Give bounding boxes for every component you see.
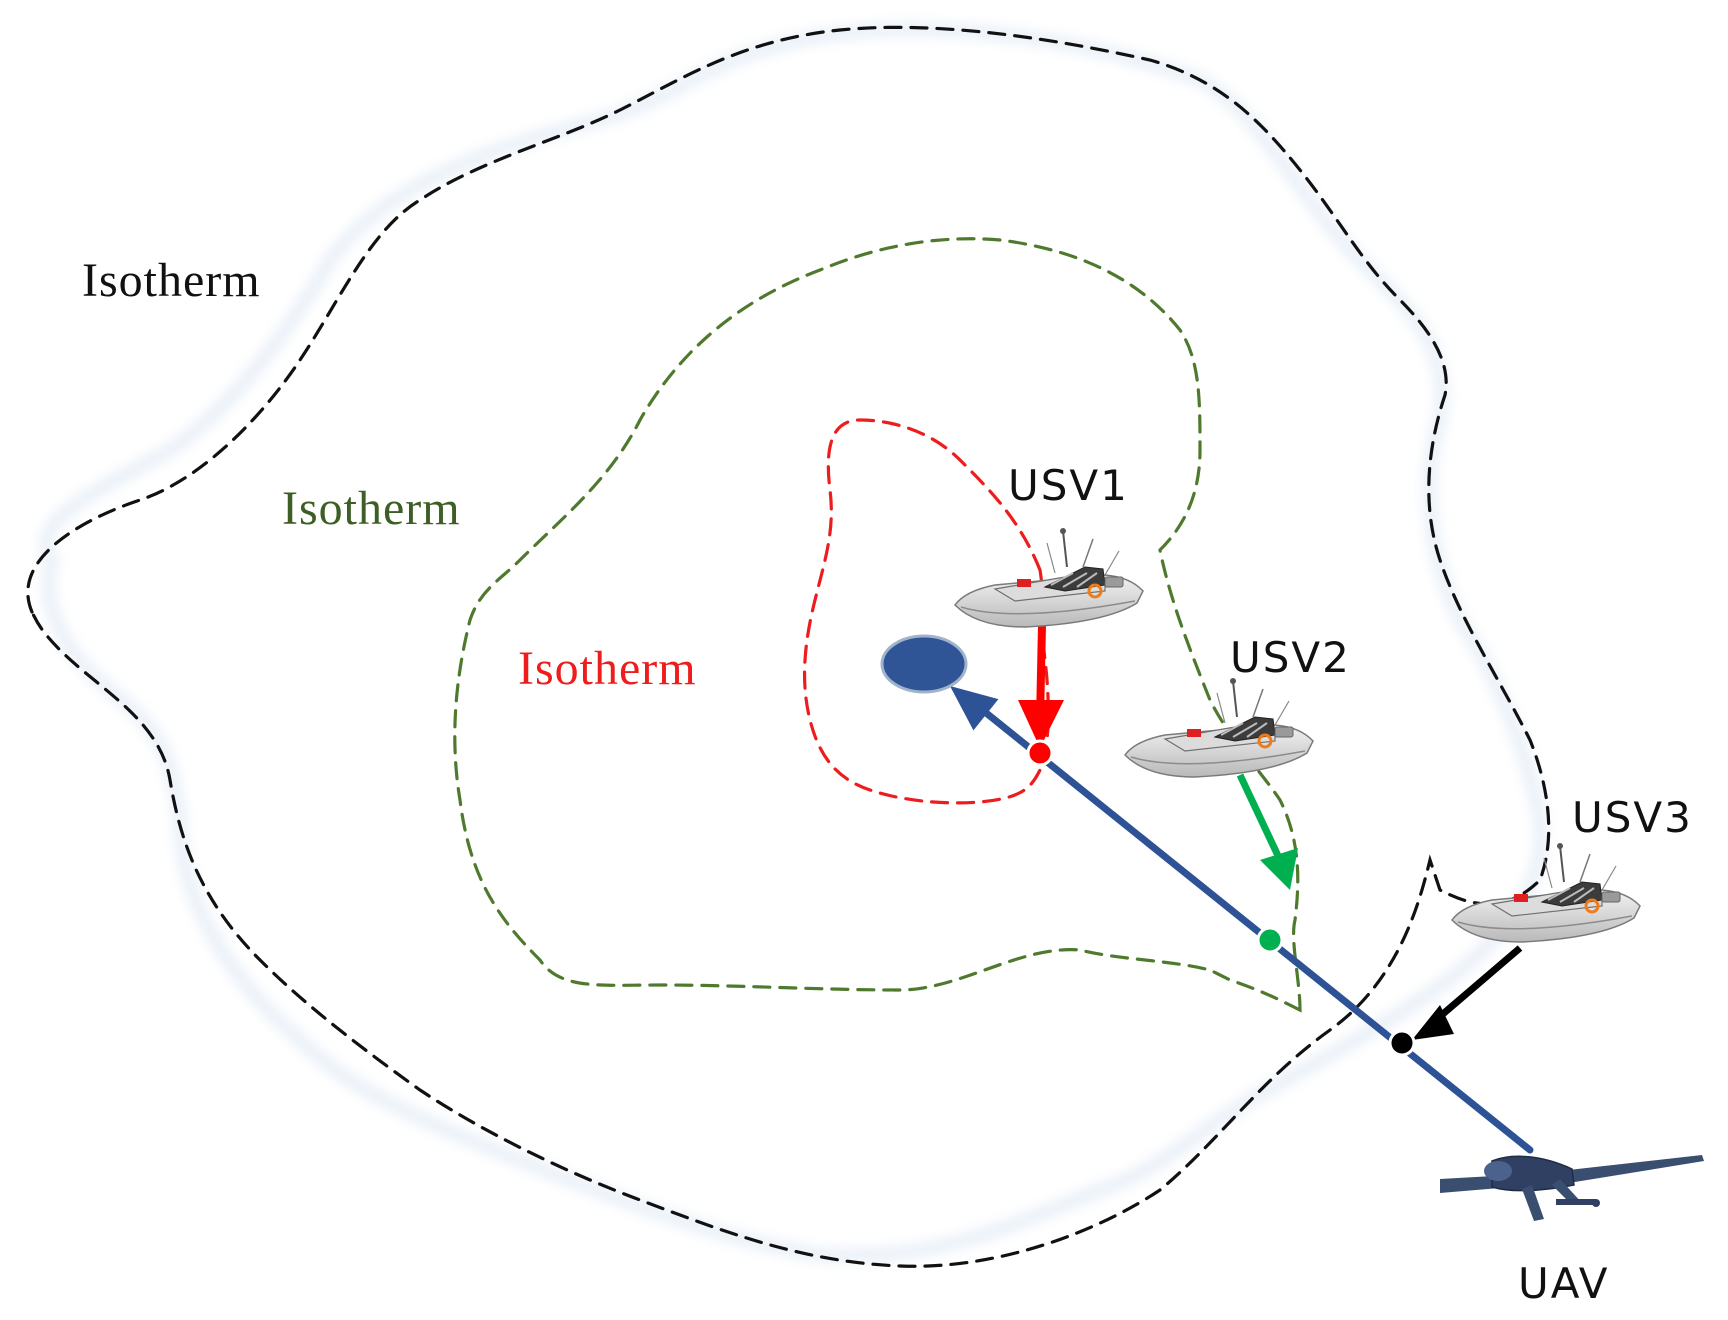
usv3-waypoint (1388, 1029, 1416, 1057)
usv2-label: USV2 (1230, 633, 1351, 682)
usv1-heading-arrow (1018, 624, 1064, 748)
inner-isotherm-label: Isotherm (518, 642, 697, 695)
usv3-boat-icon (1450, 841, 1642, 944)
outer-isotherm-label: Isotherm (82, 254, 261, 307)
usv3-heading-arrow (1412, 945, 1523, 1040)
uav-path-arrowhead (950, 686, 999, 731)
usv2-heading-arrow (1236, 773, 1298, 890)
middle-isotherm-contour (453, 237, 1302, 1013)
uav-plane-icon (1440, 1155, 1704, 1221)
usv2-waypoint (1256, 926, 1284, 954)
middle-isotherm-label: Isotherm (282, 482, 461, 535)
outer-isotherm-contour (26, 25, 1551, 1268)
usv1-waypoint (1026, 739, 1054, 767)
uav-flight-path (966, 696, 1534, 1154)
usv1-boat-icon (953, 526, 1145, 629)
uav-label: UAV (1518, 1259, 1610, 1308)
usv2-boat-icon (1123, 676, 1315, 779)
heat-source-target (880, 634, 968, 694)
usv3-label: USV3 (1572, 793, 1693, 842)
usv1-label: USV1 (1008, 461, 1129, 510)
